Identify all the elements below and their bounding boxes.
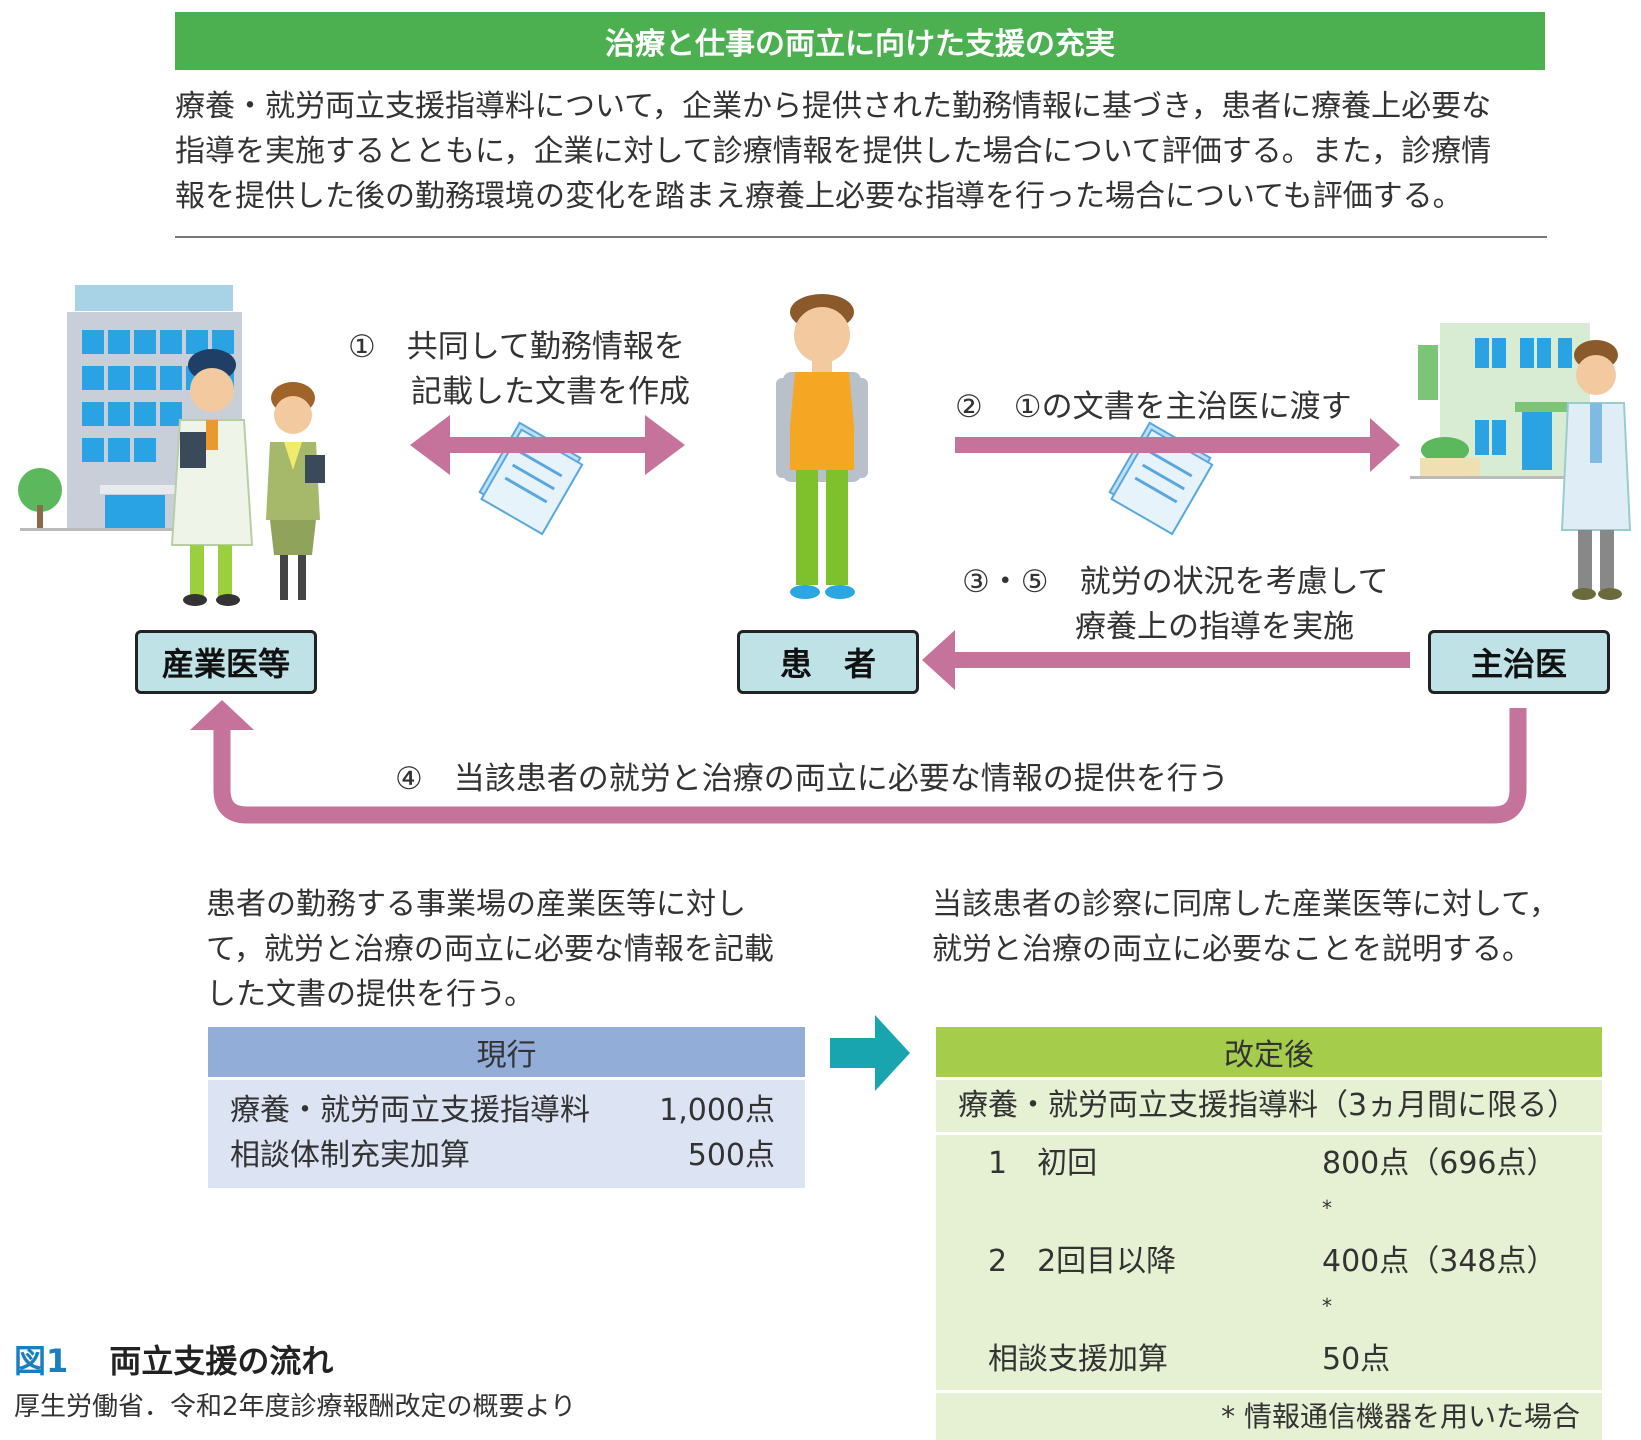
current-table-header: 現行 [208,1027,805,1077]
step1-line2: 記載した文書を作成 [411,374,690,410]
banner: 治療と仕事の両立に向けた支援の充実 [175,12,1545,70]
divider [175,236,1547,238]
health-staff-icon [266,382,325,600]
transition-arrow-icon [830,1015,910,1091]
fee-sup: * [1322,1196,1332,1220]
fee-value-wrap: 800点（696点） * [1322,1141,1562,1239]
figure-number: 図1 [14,1342,69,1380]
fee-value: 800点（696点） [1322,1146,1557,1181]
left-desc-line: した文書の提供を行う。 [206,977,535,1012]
arrow-step2 [955,418,1400,472]
fee-label: 相談体制充実加算 [230,1138,470,1173]
fee-value: 500点 [687,1138,775,1173]
right-desc-line: 就労と治療の両立に必要なことを説明する。 [932,932,1532,967]
attending-physician-icon [1560,340,1632,600]
actor-sangyoui: 産業医等 [135,630,317,694]
summary-line: 療養・就労両立支援指導料について，企業から提供された勤務情報に基づき，患者に療養… [175,89,1492,124]
step2-label: ② ①の文書を主治医に渡す [955,389,1352,425]
figure-caption: 図1 両立支援の流れ [14,1336,333,1382]
left-desc-line: て，就労と治療の両立に必要な情報を記載 [206,932,774,967]
arrow-step4 [213,708,1527,824]
left-desc-line: 患者の勤務する事業場の産業医等に対し [206,887,746,922]
table-row: 療養・就労両立支援指導料 1,000点 [230,1088,775,1133]
step4-label: ④ 当該患者の就労と治療の両立に必要な情報の提供を行う [395,761,1229,797]
table-row: 相談体制充実加算 500点 [230,1133,775,1178]
left-description: 患者の勤務する事業場の産業医等に対し て，就労と治療の両立に必要な情報を記載 し… [206,882,774,1017]
fee-label: 2 2回目以降 [988,1244,1177,1279]
figure-title: 両立支援の流れ [109,1342,334,1380]
step35-line2: 療養上の指導を実施 [1075,609,1354,645]
figure-source: 厚生労働省．令和2年度診療報酬改定の概要より [14,1392,577,1422]
step35-label: ③・⑤ 就労の状況を考慮して 療養上の指導を実施 [962,560,1389,650]
arrow-step4-head [190,700,254,730]
summary-line: 報を提供した後の勤務環境の変化を踏まえ療養上必要な指導を行った場合についても評価… [175,179,1463,214]
fee-value-wrap: 400点（348点） * [1322,1239,1562,1337]
actor-shujii: 主治医 [1428,630,1610,694]
revised-fee-table: 改定後 療養・就労両立支援指導料（3ヵ月間に限る） 1 初回 800点（696点… [936,1027,1602,1440]
actor-kanja: 患 者 [737,630,919,694]
table-row: 1 初回 800点（696点） * [988,1141,1562,1239]
fee-label: 療養・就労両立支援指導料 [230,1093,590,1128]
revised-table-body: 1 初回 800点（696点） * 2 2回目以降 400点（348点） * 相談支… [936,1135,1602,1390]
step1-line1: ① 共同して勤務情報を [348,329,685,365]
right-description: 当該患者の診察に同席した産業医等に対して， 就労と治療の両立に必要なことを説明す… [932,882,1559,972]
summary-text: 療養・就労両立支援指導料について，企業から提供された勤務情報に基づき，患者に療養… [175,84,1575,219]
fee-value: 400点（348点） [1322,1244,1557,1279]
revised-table-header: 改定後 [936,1027,1602,1077]
banner-title: 治療と仕事の両立に向けた支援の充実 [605,27,1115,62]
double-arrow-step1 [410,415,685,475]
table-row: 相談支援加算 50点 [988,1337,1562,1382]
step1-label: ① 共同して勤務情報を 記載した文書を作成 [348,325,690,415]
arrow-step3-5 [922,630,1410,690]
fee-value: 50点 [1322,1342,1391,1377]
right-desc-line: 当該患者の診察に同席した産業医等に対して， [932,887,1559,922]
fee-label: 1 初回 [988,1146,1098,1181]
fee-label: 相談支援加算 [988,1342,1168,1377]
company-doctor-icon [170,349,254,606]
table-row: 2 2回目以降 400点（348点） * [988,1239,1562,1337]
fee-sup: * [1322,1294,1332,1318]
fee-value-wrap: 50点 [1322,1337,1562,1382]
summary-line: 指導を実施するとともに，企業に対して診療情報を提供した場合について評価する。また… [175,134,1492,169]
current-fee-table: 現行 療養・就労両立支援指導料 1,000点 相談体制充実加算 500点 [208,1027,805,1188]
revised-subheader: 療養・就労両立支援指導料（3ヵ月間に限る） [936,1080,1602,1132]
revised-footnote: * 情報通信機器を用いた場合 [936,1393,1602,1440]
current-table-body: 療養・就労両立支援指導料 1,000点 相談体制充実加算 500点 [208,1080,805,1188]
step35-line1: ③・⑤ 就労の状況を考慮して [962,564,1389,600]
patient-icon [776,294,868,599]
fee-value: 1,000点 [659,1093,775,1128]
